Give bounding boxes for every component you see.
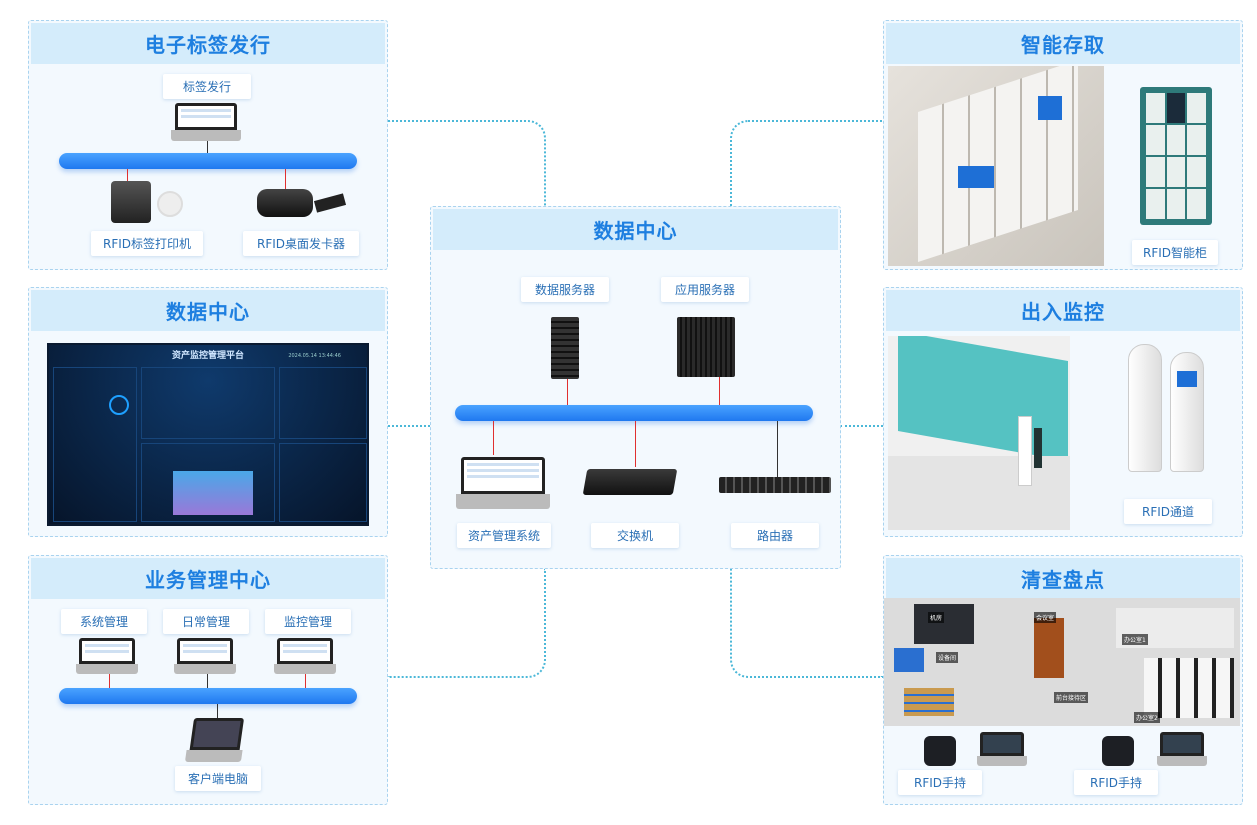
label-monitor-mgmt: 监控管理 [265,609,351,634]
wire [207,141,208,153]
wire [217,704,218,718]
label-handheld: RFID手持 [1074,770,1158,795]
smart-cabinet-icon [1140,87,1212,225]
label-system-mgmt: 系统管理 [61,609,147,634]
label-printer: RFID标签打印机 [91,231,203,256]
panel-business: 业务管理中心 系统管理 日常管理 监控管理 客户端电脑 [28,555,388,805]
label-asset-system: 资产管理系统 [457,523,551,548]
panel-datacenter-left: 数据中心 资产监控管理平台 2024.05.14 13:44:46 [28,287,388,537]
panel-title: 清查盘点 [886,558,1240,599]
connector-access [840,425,883,427]
dashboard-title: 资产监控管理平台 [171,351,244,361]
connector-business [388,568,546,678]
panel-title: 出入监控 [886,290,1240,331]
panel-title: 智能存取 [886,23,1240,64]
label-issuing: 标签发行 [163,74,251,99]
connector-datacenter [388,425,430,427]
switch-icon [582,469,678,495]
label-app-server: 应用服务器 [661,277,749,302]
laptop-icon [273,638,337,674]
panel-title: 电子标签发行 [31,23,385,64]
label-switch: 交换机 [591,523,679,548]
network-bus [59,688,357,704]
dashboard-datetime: 2024.05.14 13:44:46 [288,353,341,359]
panel-title: 业务管理中心 [31,558,385,599]
floor-plan-illustration: 机房 会议室 设备间 前台接待区 办公室1 办公室2 [884,598,1240,726]
label-router: 路由器 [731,523,819,548]
laptop-icon [977,732,1027,766]
card-icon [313,193,347,213]
wire [719,377,720,405]
label-card-issuer: RFID桌面发卡器 [243,231,359,256]
room-label: 机房 [928,612,945,623]
panel-label-issuing: 电子标签发行 标签发行 RFID标签打印机 RFID桌面发卡器 [28,20,388,270]
data-server-icon [551,317,579,379]
label-data-server: 数据服务器 [521,277,609,302]
locker-room-photo [888,66,1104,266]
wire [493,421,494,455]
label-roll-icon [157,191,183,217]
asset-system-laptop-icon [455,457,551,509]
panel-inventory: 清查盘点 机房 会议室 设备间 前台接待区 办公室1 办公室2 RFID手持 R… [883,555,1243,805]
room-label: 办公室1 [1122,634,1148,645]
panel-center-datacenter: 数据中心 数据服务器 应用服务器 资产管理系统 交换机 路由器 [430,206,841,569]
label-smart-cabinet: RFID智能柜 [1132,240,1218,265]
label-handheld: RFID手持 [898,770,982,795]
card-reader-icon [257,189,313,217]
dashboard-screenshot: 资产监控管理平台 2024.05.14 13:44:46 [47,343,369,526]
network-bus [59,153,357,169]
app-server-icon [677,317,735,377]
panel-title: 数据中心 [31,290,385,331]
laptop-icon [75,638,139,674]
label-client-pc: 客户端电脑 [175,766,261,791]
room-label: 办公室2 [1134,712,1160,723]
wire [109,674,110,688]
panel-access-monitor: 出入监控 RFID通道 [883,287,1243,537]
laptop-icon [171,103,241,141]
client-pc-icon [184,718,245,762]
panel-title: 数据中心 [433,209,838,250]
panel-smart-storage: 智能存取 RFID智能柜 [883,20,1243,270]
wire [285,169,286,189]
wire [207,674,208,688]
office-entrance-illustration [888,336,1070,530]
printer-icon [111,181,151,223]
wire [127,169,128,183]
connector-issuing [388,120,546,206]
laptop-icon [173,638,237,674]
room-label: 会议室 [1034,612,1057,623]
laptop-icon [1157,732,1207,766]
room-label: 设备间 [936,652,959,663]
rfid-gate-icon [1170,352,1204,472]
wire [777,421,778,477]
wire [305,674,306,688]
rfid-gate-icon [1128,344,1162,472]
connector-inventory [730,568,883,678]
label-rfid-gate: RFID通道 [1124,499,1212,524]
handheld-reader-icon [924,736,956,766]
wire [635,421,636,467]
label-daily-mgmt: 日常管理 [163,609,249,634]
connector-storage [730,120,883,206]
wire [567,379,568,405]
handheld-reader-icon [1102,736,1134,766]
room-label: 前台接待区 [1054,692,1089,703]
network-bus [455,405,813,421]
router-icon [719,477,831,493]
